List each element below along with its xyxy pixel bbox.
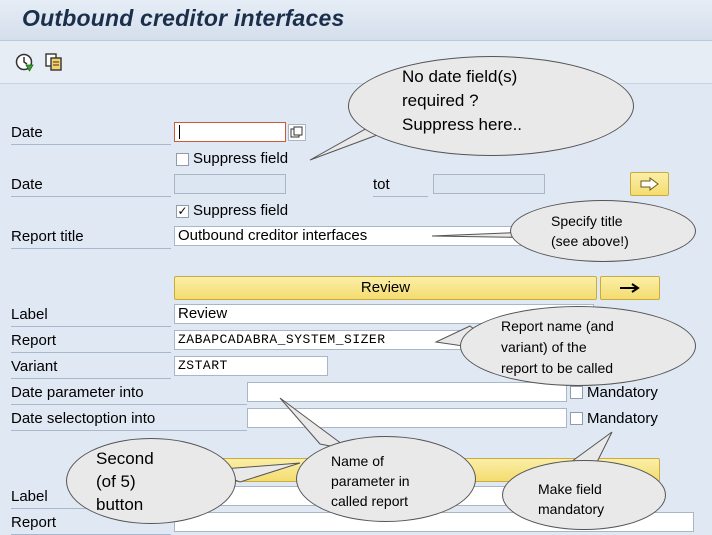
suppress-field-label-1: Suppress field [193,150,289,167]
tot-label: tot [373,176,428,197]
callout-report-name-text: Report name (and variant) of the report … [501,318,614,376]
date-parameter-input[interactable] [247,382,567,402]
date-selectoption-input[interactable] [247,408,567,428]
callout-mandatory [502,460,666,530]
arrow-button[interactable] [630,172,669,196]
execute-icon[interactable] [15,52,35,72]
callout-title [510,200,696,262]
mandatory-label-2: Mandatory [587,410,658,427]
date-parameter-label: Date parameter into [11,384,247,405]
report-title-input[interactable]: Outbound creditor interfaces [174,226,594,246]
label-label: Label [11,306,171,327]
date-selectoption-label: Date selectoption into [11,410,247,431]
callout-mandatory-text: Make field mandatory [538,481,605,517]
suppress-field-label-2: Suppress field [193,202,289,219]
text-cursor [179,125,180,139]
navigate-button[interactable] [600,276,660,300]
pin-arrow-icon [620,283,640,293]
callout-param-name [296,436,476,522]
multiple-selection-button[interactable] [288,124,306,141]
callout-no-date [348,56,634,156]
title-bar: Outbound creditor interfaces [0,0,712,41]
date-input[interactable] [174,122,286,142]
mandatory-label-1: Mandatory [587,384,658,401]
callout-no-date-text: No date field(s) required ? Suppress her… [402,67,523,134]
date2-input [174,174,286,194]
multiple-selection-icon [290,126,303,138]
page-title: Outbound creditor interfaces [22,5,345,31]
mandatory-checkbox-1[interactable] [570,386,583,399]
report-label: Report [11,332,171,353]
tot-input [433,174,545,194]
date-label: Date [11,124,171,145]
variant-input[interactable]: ZSTART [174,356,328,376]
date2-label: Date [11,176,171,197]
review-button[interactable]: Review [174,276,597,300]
callout-second-button [66,438,236,524]
callout-param-name-text: Name of parameter in called report [331,453,410,509]
arrow-right-icon [640,177,659,191]
suppress-field-checkbox-2[interactable]: ✓ [176,204,189,218]
mandatory-checkbox-2[interactable] [570,412,583,425]
suppress-field-checkbox-1[interactable] [176,153,189,166]
copy-icon[interactable] [44,52,64,72]
variant-label: Variant [11,358,171,379]
callout-report-name [460,306,696,386]
callout-second-button-text: Second (of 5) button [96,449,154,514]
callout-title-text: Specify title (see above!) [551,213,629,249]
report-title-label: Report title [11,228,171,249]
